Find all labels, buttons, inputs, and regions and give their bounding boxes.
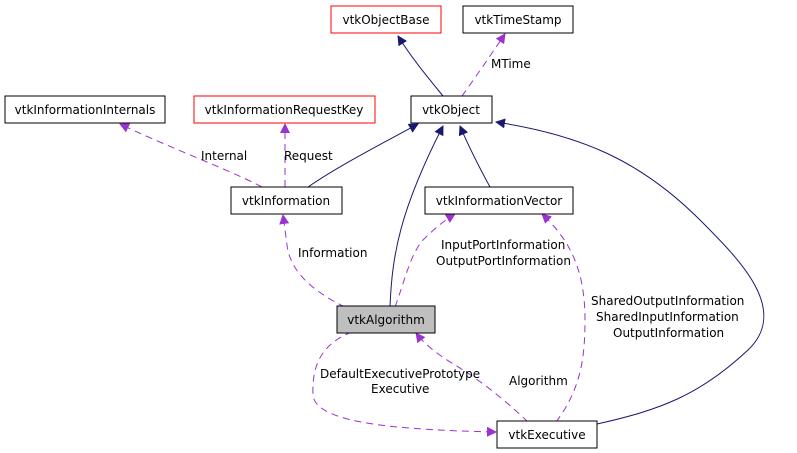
edge-shared-information (541, 213, 586, 423)
edge-information-to-object (307, 123, 419, 188)
label-shared-input-information: SharedInputInformation (596, 310, 739, 324)
label-output-port-information: OutputPortInformation (436, 254, 571, 268)
label-input-port-information: InputPortInformation (441, 238, 565, 252)
edge-mtime (461, 33, 506, 97)
node-vtkinformationinternals[interactable]: vtkInformationInternals (4, 95, 166, 124)
node-label: vtkInformation (242, 194, 330, 208)
edge-information (279, 214, 346, 308)
edge-executive (312, 331, 497, 437)
label-default-executive-prototype: DefaultExecutivePrototype (320, 367, 480, 381)
edge-algorithm (415, 332, 529, 423)
inheritance-edges (307, 35, 765, 425)
usage-edges (119, 33, 586, 437)
node-label: vtkTimeStamp (474, 13, 561, 27)
edge-internal (119, 123, 263, 188)
node-vtkobjectbase[interactable]: vtkObjectBase (330, 5, 442, 34)
node-label: vtkAlgorithm (347, 313, 425, 327)
node-vtkobject[interactable]: vtkObject (410, 95, 493, 124)
node-vtkinformationvector[interactable]: vtkInformationVector (424, 186, 574, 215)
label-internal: Internal (201, 149, 247, 163)
node-label: vtkInformationVector (436, 194, 563, 208)
node-label: vtkInformationRequestKey (205, 103, 364, 117)
edge-object-to-objectbase (397, 35, 444, 97)
label-algorithm: Algorithm (509, 374, 568, 388)
label-executive: Executive (371, 382, 429, 396)
node-label: vtkObject (422, 103, 480, 117)
edge-executive-to-object (495, 118, 765, 425)
edge-informationvector-to-object (458, 125, 491, 188)
node-vtkalgorithm[interactable]: vtkAlgorithm (336, 305, 436, 334)
node-label: vtkExecutive (508, 428, 585, 442)
node-label: vtkObjectBase (342, 13, 429, 27)
label-output-information: OutputInformation (613, 326, 724, 340)
node-vtkinformationrequestkey[interactable]: vtkInformationRequestKey (193, 95, 376, 124)
label-information: Information (298, 246, 367, 260)
label-request: Request (284, 149, 333, 163)
node-vtkinformation[interactable]: vtkInformation (230, 186, 343, 215)
node-vtkexecutive[interactable]: vtkExecutive (496, 420, 598, 449)
label-mtime: MTime (491, 57, 531, 71)
node-vtktimestamp[interactable]: vtkTimeStamp (462, 5, 574, 34)
label-shared-output-information: SharedOutputInformation (591, 294, 744, 308)
node-label: vtkInformationInternals (15, 103, 156, 117)
edge-algorithm-to-object (389, 125, 444, 308)
edge-port-information (394, 213, 456, 308)
edge-labels: MTime Internal Request Information Input… (201, 57, 744, 396)
